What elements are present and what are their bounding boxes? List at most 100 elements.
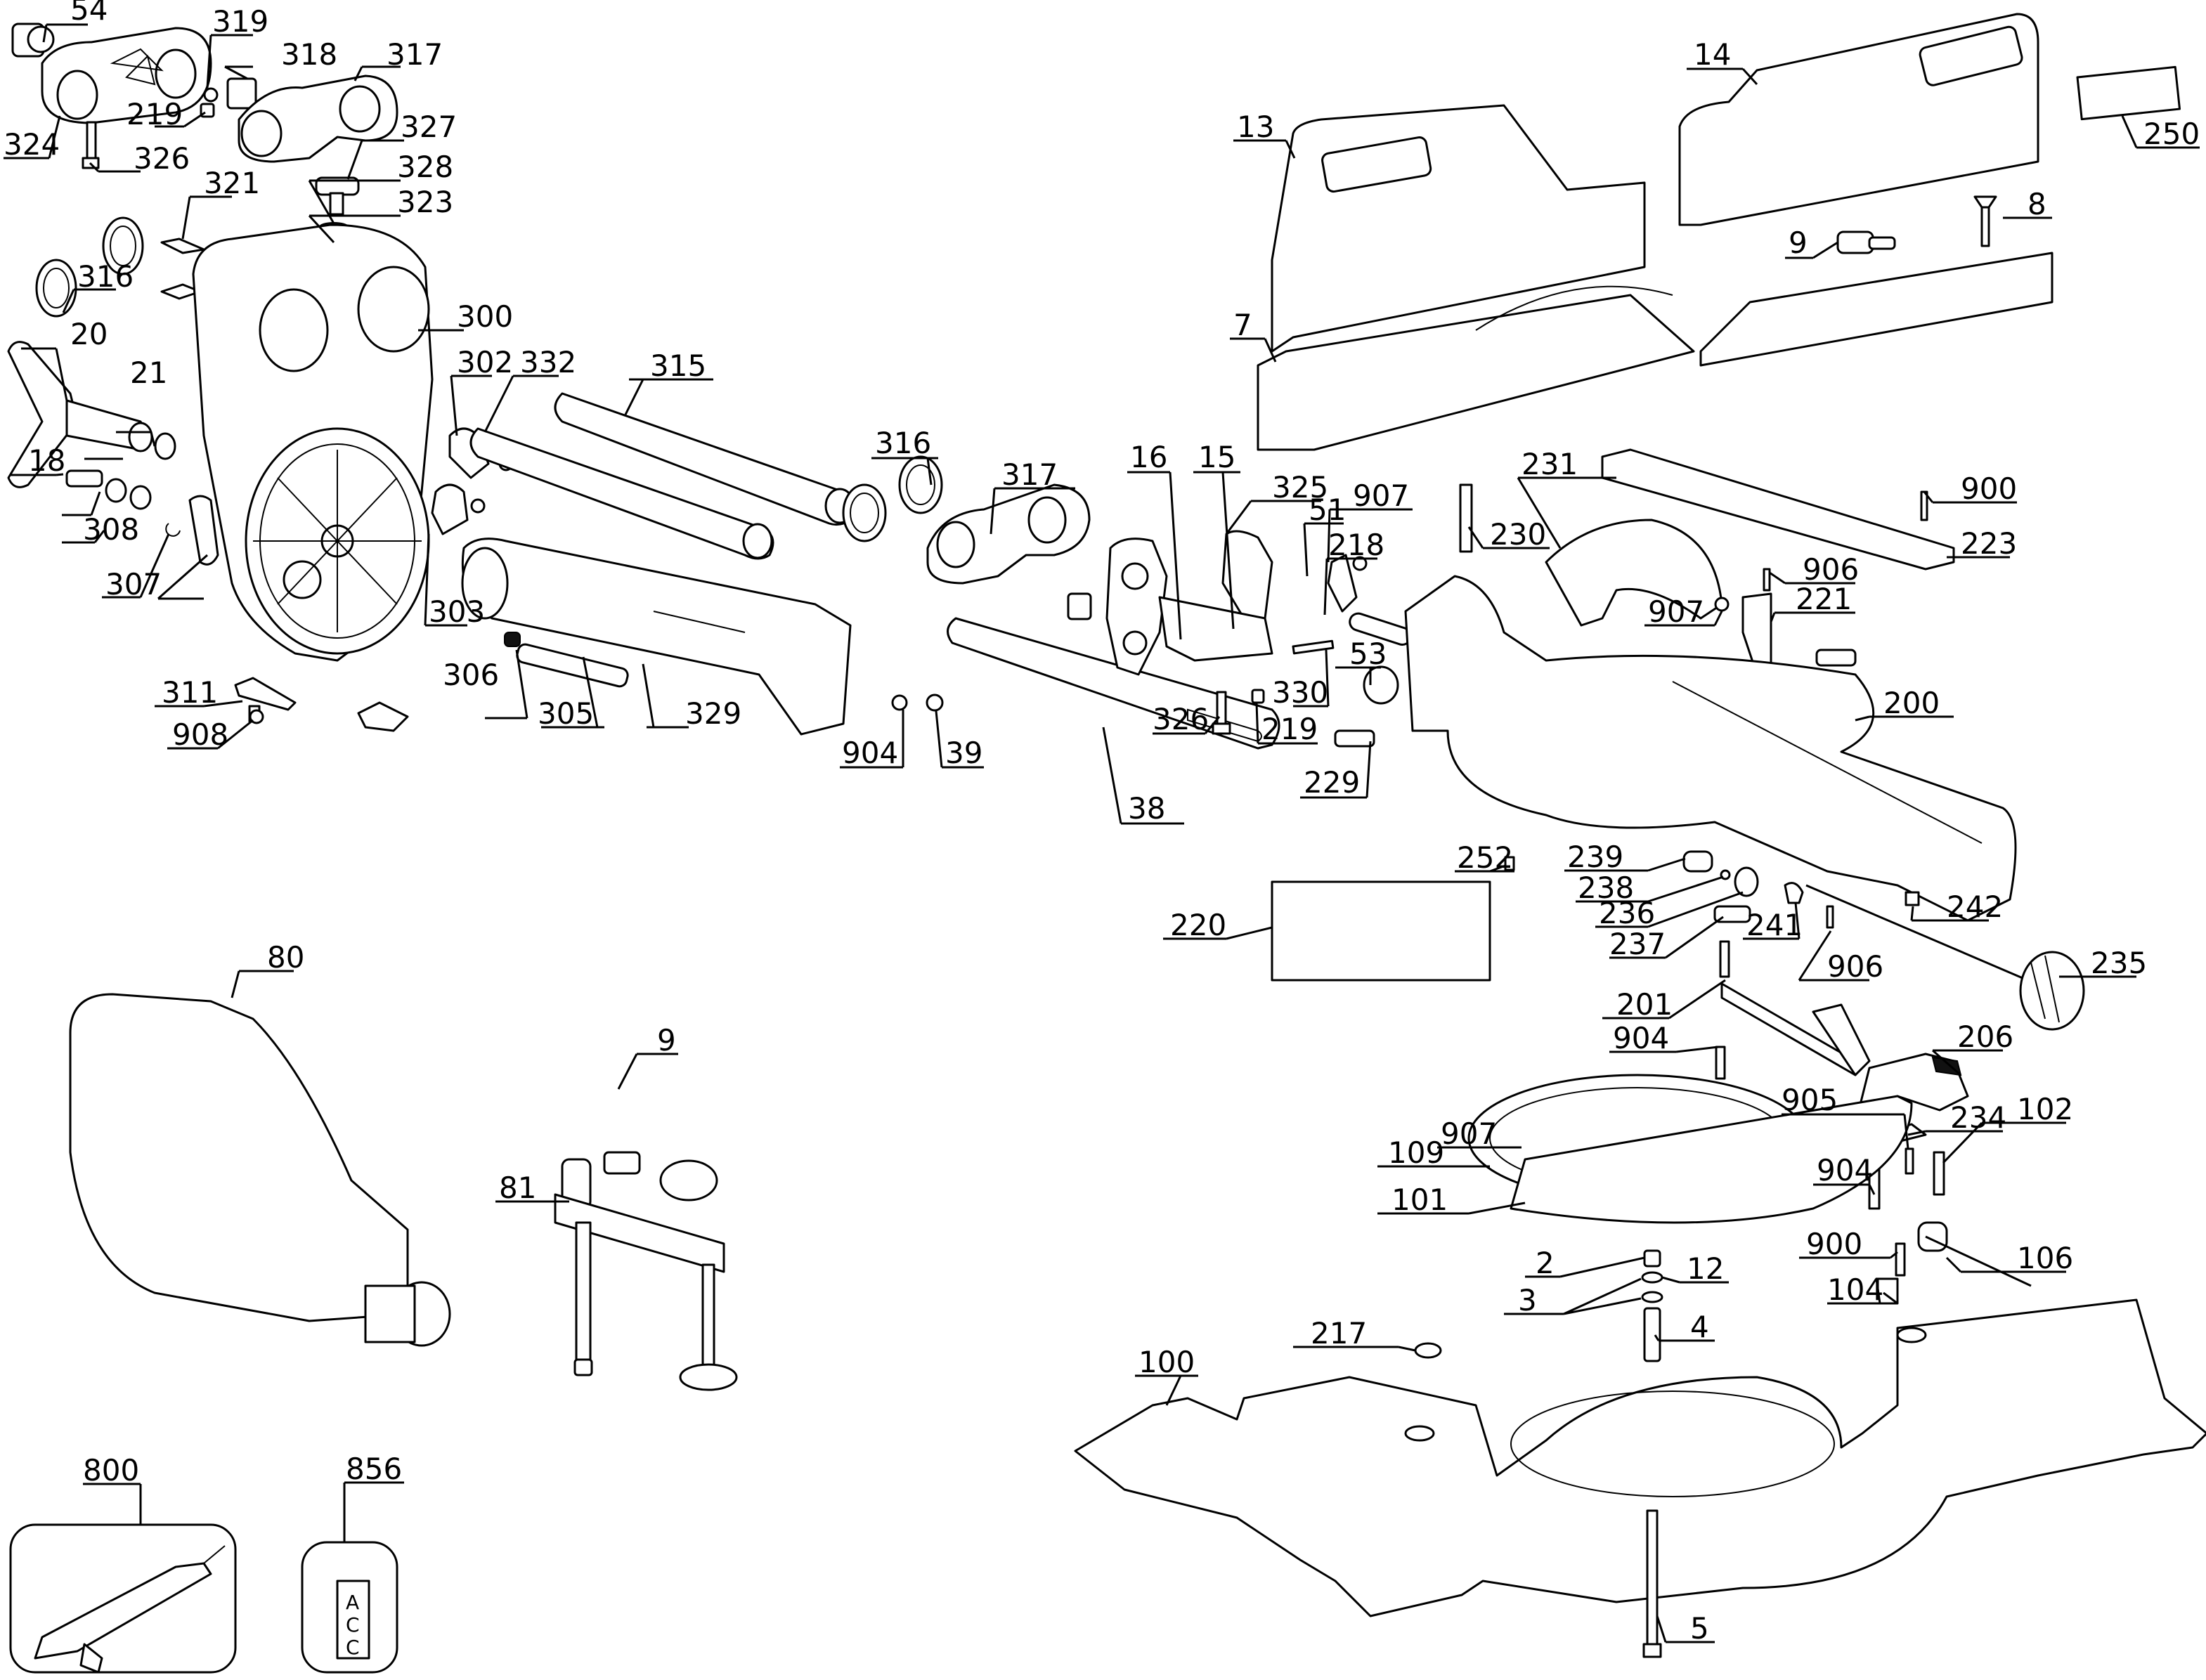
label-242[interactable]: 242	[1947, 890, 2003, 924]
label-8[interactable]: 8	[2027, 187, 2046, 221]
label-219b[interactable]: 219	[1261, 712, 1318, 746]
label-317b[interactable]: 317	[1001, 457, 1058, 492]
label-234[interactable]: 234	[1950, 1100, 2006, 1135]
label-316[interactable]: 316	[77, 259, 134, 294]
label-14[interactable]: 14	[1694, 37, 1731, 72]
label-219[interactable]: 219	[126, 97, 183, 131]
label-100[interactable]: 100	[1138, 1345, 1195, 1379]
label-311[interactable]: 311	[162, 675, 218, 710]
label-217[interactable]: 217	[1311, 1316, 1367, 1350]
label-3[interactable]: 3	[1518, 1283, 1537, 1317]
label-900[interactable]: 900	[1961, 471, 2017, 506]
label-220[interactable]: 220	[1170, 908, 1226, 942]
label-9b[interactable]: 9	[657, 1023, 676, 1057]
label-900b[interactable]: 900	[1806, 1227, 1862, 1261]
label-38[interactable]: 38	[1128, 791, 1165, 826]
label-305[interactable]: 305	[538, 696, 594, 731]
label-54[interactable]: 54	[70, 0, 108, 27]
label-308[interactable]: 308	[83, 512, 139, 547]
label-906b[interactable]: 906	[1827, 949, 1883, 984]
label-231[interactable]: 231	[1522, 447, 1578, 481]
label-326b[interactable]: 326	[1153, 702, 1209, 736]
label-221[interactable]: 221	[1796, 582, 1852, 616]
label-218[interactable]: 218	[1328, 528, 1384, 562]
label-4[interactable]: 4	[1690, 1310, 1709, 1344]
label-302[interactable]: 302	[457, 345, 513, 379]
label-315[interactable]: 315	[650, 349, 706, 383]
label-104[interactable]: 104	[1827, 1272, 1883, 1307]
label-904[interactable]: 904	[842, 736, 898, 770]
label-904b[interactable]: 904	[1613, 1021, 1669, 1055]
label-328[interactable]: 328	[397, 150, 453, 184]
label-905[interactable]: 905	[1782, 1083, 1838, 1117]
label-321[interactable]: 321	[204, 166, 260, 200]
label-9[interactable]: 9	[1789, 226, 1808, 260]
label-16[interactable]: 16	[1130, 440, 1167, 474]
label-800[interactable]: 800	[83, 1453, 139, 1487]
label-7[interactable]: 7	[1233, 308, 1252, 342]
part-306-spring	[504, 632, 521, 647]
label-300[interactable]: 300	[457, 299, 513, 334]
label-307[interactable]: 307	[105, 567, 162, 601]
part-106-rod	[1917, 1221, 2032, 1287]
label-906[interactable]: 906	[1803, 552, 1859, 587]
label-223[interactable]: 223	[1961, 526, 2017, 561]
label-856[interactable]: 856	[346, 1452, 402, 1486]
label-235[interactable]: 235	[2091, 946, 2147, 980]
label-18[interactable]: 18	[28, 443, 65, 478]
label-332[interactable]: 332	[520, 345, 576, 379]
label-2[interactable]: 2	[1536, 1246, 1555, 1280]
label-102[interactable]: 102	[2017, 1092, 2073, 1126]
label-229[interactable]: 229	[1304, 765, 1360, 800]
part-311-clamp	[234, 677, 297, 723]
label-908[interactable]: 908	[172, 717, 228, 752]
label-241[interactable]: 241	[1746, 908, 1803, 942]
part-237-plate	[1713, 905, 1751, 923]
label-230[interactable]: 230	[1490, 517, 1546, 552]
label-330[interactable]: 330	[1272, 675, 1328, 710]
part-21-washer	[154, 432, 176, 460]
label-200[interactable]: 200	[1883, 686, 1940, 720]
label-236[interactable]: 236	[1599, 896, 1655, 930]
label-21[interactable]: 21	[130, 356, 167, 390]
label-238[interactable]: 238	[1578, 871, 1634, 905]
label-318[interactable]: 318	[281, 37, 337, 72]
label-106[interactable]: 106	[2017, 1241, 2073, 1275]
label-325[interactable]: 325	[1272, 470, 1328, 504]
label-13[interactable]: 13	[1237, 110, 1274, 144]
label-15[interactable]: 15	[1198, 440, 1235, 474]
label-327[interactable]: 327	[401, 110, 457, 144]
label-20[interactable]: 20	[70, 317, 108, 351]
label-101[interactable]: 101	[1391, 1183, 1448, 1217]
label-109[interactable]: 109	[1388, 1135, 1444, 1170]
label-319[interactable]: 319	[212, 4, 268, 39]
part-labels: 54 319 318 317 219 324 326 327 328 321 3…	[4, 0, 2200, 1659]
label-39[interactable]: 39	[945, 736, 982, 770]
label-329[interactable]: 329	[685, 696, 741, 731]
label-907c[interactable]: 907	[1441, 1116, 1497, 1151]
label-323[interactable]: 323	[397, 185, 453, 219]
label-252[interactable]: 252	[1457, 840, 1513, 875]
label-303[interactable]: 303	[429, 594, 485, 629]
label-250[interactable]: 250	[2143, 117, 2200, 151]
label-51[interactable]: 51	[1309, 493, 1346, 527]
label-201[interactable]: 201	[1616, 987, 1673, 1022]
label-81[interactable]: 81	[499, 1171, 536, 1205]
label-326[interactable]: 326	[134, 141, 190, 176]
label-306[interactable]: 306	[443, 658, 499, 692]
label-317[interactable]: 317	[387, 37, 443, 72]
part-220-fence-strip	[1271, 880, 1491, 982]
label-316b[interactable]: 316	[875, 426, 931, 460]
part-39-washer	[926, 694, 944, 712]
label-5[interactable]: 5	[1690, 1611, 1709, 1646]
label-239[interactable]: 239	[1567, 840, 1623, 874]
label-53[interactable]: 53	[1349, 637, 1387, 671]
label-907[interactable]: 907	[1353, 478, 1409, 513]
label-206[interactable]: 206	[1957, 1020, 2013, 1054]
label-907b[interactable]: 907	[1648, 594, 1704, 629]
label-80[interactable]: 80	[267, 940, 304, 975]
label-904c[interactable]: 904	[1817, 1153, 1873, 1187]
label-324[interactable]: 324	[4, 127, 60, 162]
label-237[interactable]: 237	[1609, 927, 1666, 961]
label-12[interactable]: 12	[1687, 1251, 1724, 1286]
